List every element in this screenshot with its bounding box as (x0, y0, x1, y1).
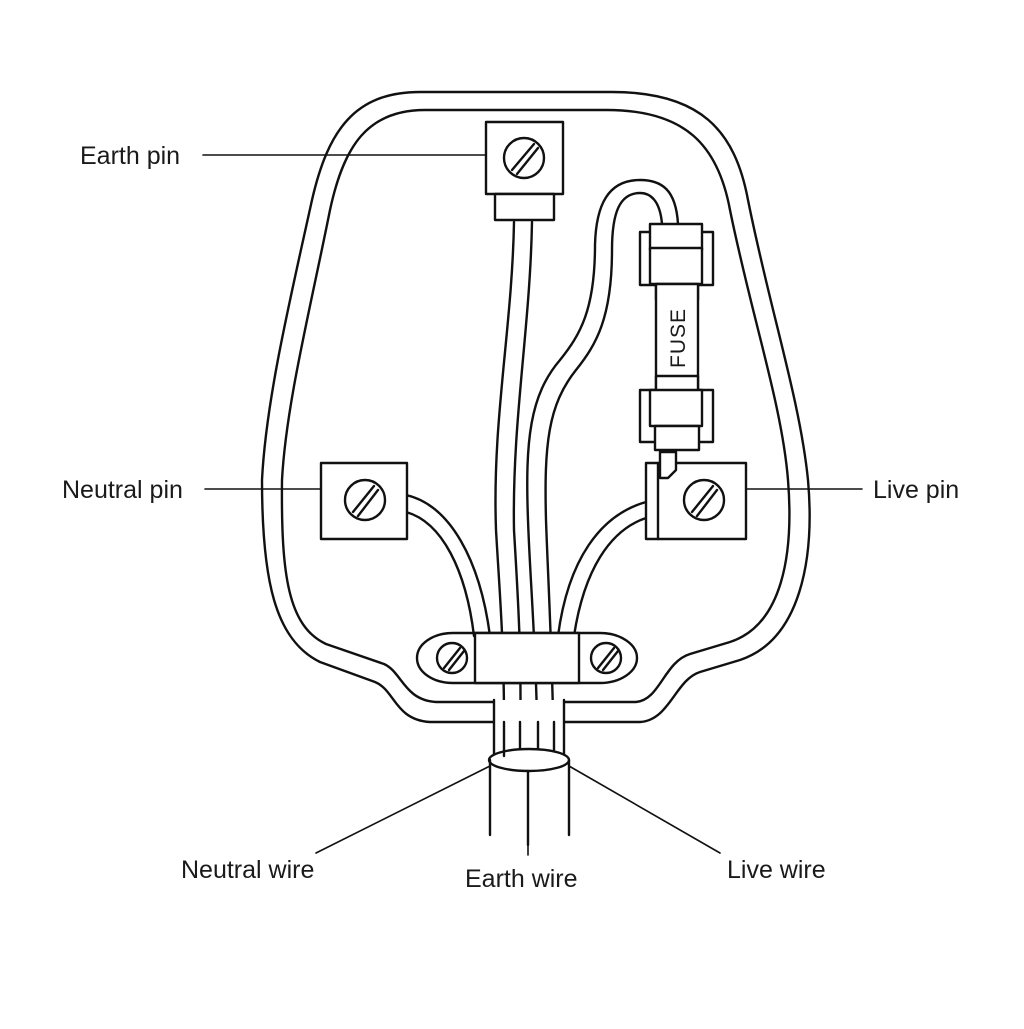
cord-grip-bar (473, 631, 581, 685)
fuse-label: FUSE (667, 308, 690, 368)
neutral-pin-terminal (319, 461, 409, 541)
screw-icon (682, 478, 726, 522)
live-pin-terminal (644, 450, 748, 541)
neutral-wire-internal (404, 493, 492, 638)
label-neutral-wire: Neutral wire (181, 856, 314, 884)
leader-neutral-wire (315, 765, 491, 854)
label-earth-wire: Earth wire (465, 865, 578, 893)
fuse: FUSE (638, 222, 715, 452)
leader-live-wire (568, 765, 721, 854)
live-wire-internal (526, 178, 680, 762)
label-live-wire: Live wire (727, 856, 826, 884)
label-earth-pin: Earth pin (80, 142, 180, 170)
earth-pin-terminal (484, 120, 565, 222)
label-live-pin: Live pin (873, 476, 959, 504)
screw-icon (435, 641, 469, 675)
label-neutral-pin: Neutral pin (62, 476, 183, 504)
screw-icon (502, 136, 546, 180)
plug-casing-outer (260, 90, 811, 724)
cable-sheath (487, 698, 571, 847)
plug-casing-inner (280, 108, 791, 704)
screw-icon (589, 641, 623, 675)
screw-icon (343, 478, 387, 522)
